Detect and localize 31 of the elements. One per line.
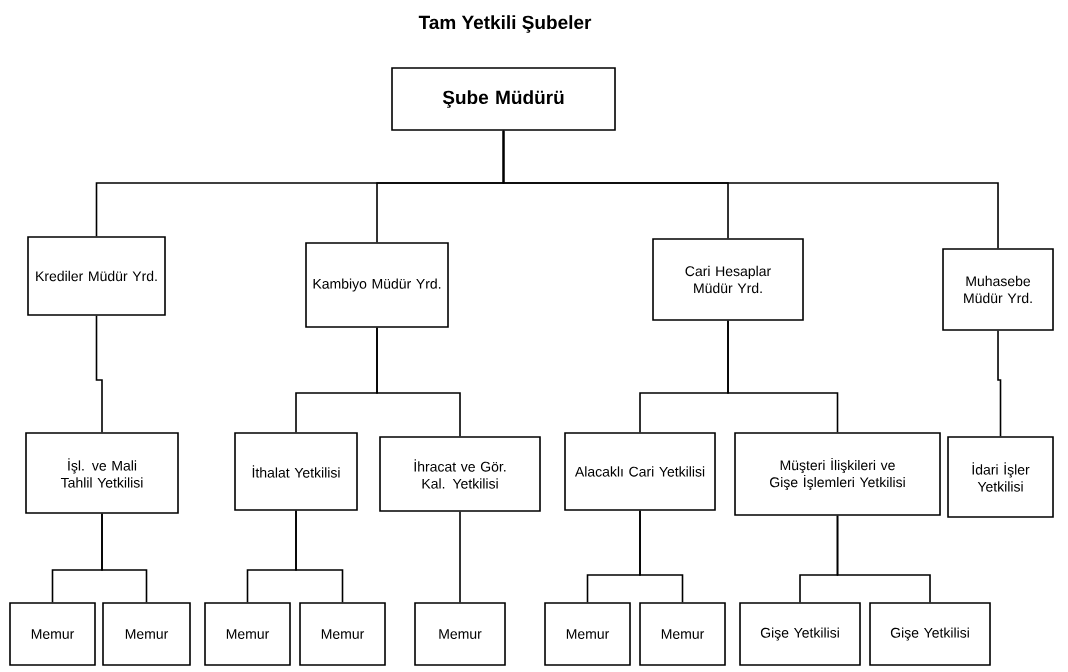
connector-line <box>502 130 999 249</box>
org-box: Şube Müdürü <box>391 67 616 131</box>
org-box: Memur <box>544 602 631 666</box>
org-box: Memur <box>204 602 291 666</box>
connector-line <box>295 510 344 603</box>
connector-line <box>727 320 839 433</box>
connector-line <box>997 330 1002 437</box>
org-box: Memur <box>414 602 506 666</box>
connector-line <box>101 513 148 603</box>
org-box: Memur <box>299 602 386 666</box>
org-box: Alacaklı Cari Yetkilisi <box>564 432 716 511</box>
connector-line <box>459 511 461 603</box>
org-box: Kambiyo Müdür Yrd. <box>305 242 449 328</box>
connector-line <box>376 327 461 437</box>
org-box: İthalat Yetkilisi <box>234 432 358 511</box>
org-box: Memur <box>9 602 96 666</box>
connector-line <box>836 515 931 603</box>
org-box: Memur <box>639 602 726 666</box>
connector-line <box>639 510 684 603</box>
org-box: İdari İşler Yetkilisi <box>947 436 1054 518</box>
org-box: Gişe Yetkilisi <box>869 602 991 666</box>
title: Tam Yetkili Şubeler <box>418 15 592 33</box>
org-box: Gişe Yetkilisi <box>739 602 861 666</box>
org-box: Müşteri İlişkileri ve Gişe İşlemleri Yetkilisi <box>734 432 941 516</box>
org-box: Muhasebe Müdür Yrd. <box>942 248 1054 331</box>
org-box: Memur <box>102 602 191 666</box>
org-box: İhracat ve Gör. Kal. Yetkilisi <box>379 436 541 512</box>
connector-line <box>95 315 103 433</box>
org-box: Krediler Müdür Yrd. <box>27 236 166 316</box>
org-box: İşl. ve Mali Tahlil Yetkilisi <box>25 432 179 514</box>
org-box: Cari Hesaplar Müdür Yrd. <box>652 238 804 321</box>
